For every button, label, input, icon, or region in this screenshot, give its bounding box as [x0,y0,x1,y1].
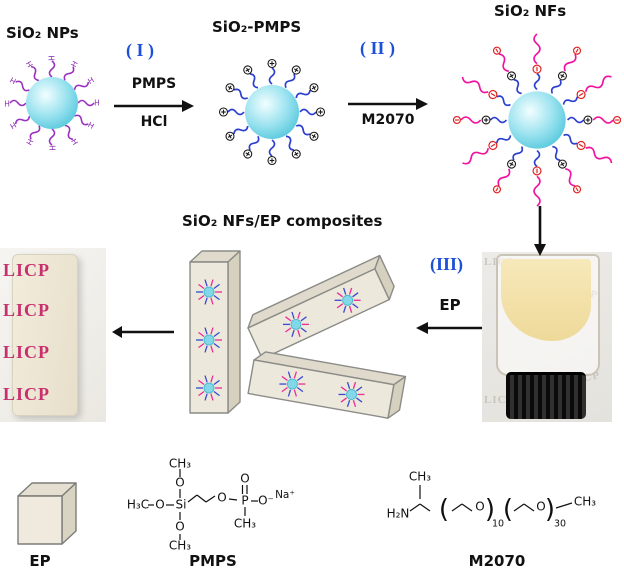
atom-p: P [241,494,248,508]
atom-o-chain: O [217,491,226,505]
np3-title: SiO₂ NFs [494,2,567,20]
np2-title: SiO₂-PMPS [212,18,302,36]
arrow-step1-icon [114,100,194,112]
atom-ch3-p: CH₃ [234,517,256,531]
arrow-to-sample-icon [112,326,174,338]
step2-reagent-m2070: M2070 [361,112,415,128]
step1-roman-numeral: ( I ) [126,40,154,60]
atom-ch3-branch: CH₃ [409,470,431,484]
arrow-step3-icon [416,322,484,334]
atom-o-top: O [175,476,184,490]
subscript-30: 30 [554,519,566,530]
atom-na: Na⁺ [275,489,295,501]
paren-open-2: ( [503,495,513,525]
paren-open-1: ( [439,495,449,525]
atom-ch3-top: CH₃ [169,457,191,471]
atom-ch3-end: CH₃ [574,495,596,509]
epoxy-sample-bar [12,254,78,416]
atom-o-unit2: O [536,500,545,514]
pmps-legend-label: PMPS [189,552,237,570]
composite-sample-photo: LICP LICP LICP LICP [0,248,106,422]
sio2-nfs-graphic [452,33,622,207]
licp-watermark: LICP [3,342,51,362]
nanofluid-vial-photo: LICP LICP LICP LICP [482,252,612,422]
lower-diagonal-cuboid [247,351,407,419]
sio2-pmps-graphic [218,58,326,166]
atom-h2n: H₂N [387,507,410,521]
m2070-structure: H₂N CH₃ ( O ) 10 ( O ) 30 CH₃ [387,470,597,530]
arrow-step2-icon [348,98,428,110]
step1-reagent-pmps: PMPS [131,76,177,92]
atom-h3c: H₃C [127,498,149,512]
pmps-atoms: CH₃ O H₃C O Si O CH₃ O P O O⁻ Na⁺ CH₃ [127,457,295,553]
ep-cube-graphic [17,482,77,545]
glass-vial [496,254,600,376]
step3-roman-numeral: (III) [430,254,464,274]
pmps-bonds [148,469,258,540]
licp-watermark: LICP [3,260,51,280]
pmps-structure: CH₃ O H₃C O Si O CH₃ O P O O⁻ Na⁺ CH₃ [127,457,295,553]
upper-diagonal-cuboid [247,254,395,360]
ep-legend-label: EP [29,552,51,570]
silica-sphere [508,91,566,149]
atom-o-bottom: O [175,520,184,534]
atom-o-minus: O⁻ [258,494,274,508]
step3-reagent-ep: EP [439,296,461,314]
composites-title: SiO₂ NFs/EP composites [182,212,383,230]
licp-watermark: LICP [3,384,51,404]
subscript-10: 10 [492,519,504,530]
m2070-bonds [409,485,573,512]
composites-graphic [189,250,407,419]
step2-roman-numeral: ( II ) [360,38,395,58]
atom-si: Si [176,498,187,512]
licp-watermark-faint: LICP [484,394,515,406]
atom-ch3-bottom: CH₃ [169,539,191,553]
step1-reagent-hcl: HCl [140,114,168,130]
licp-watermark: LICP [3,300,51,320]
arrow-down-icon [534,206,546,256]
sio2-nps-graphic [3,54,101,152]
m2070-atoms: H₂N CH₃ ( O ) 10 ( O ) 30 CH₃ [387,470,597,530]
paren-close-1: ) [485,495,495,525]
np1-title: SiO₂ NPs [6,24,79,42]
silica-sphere [26,77,78,129]
vial-cap [506,372,586,419]
paren-close-2: ) [545,495,555,525]
silica-sphere [245,85,299,139]
nanofluid-liquid [501,259,591,341]
atom-o-double: O [240,472,249,486]
vertical-cuboid [189,250,241,414]
atom-o-left: O [155,498,164,512]
m2070-legend-label: M2070 [468,552,526,570]
atom-o-unit1: O [475,500,484,514]
